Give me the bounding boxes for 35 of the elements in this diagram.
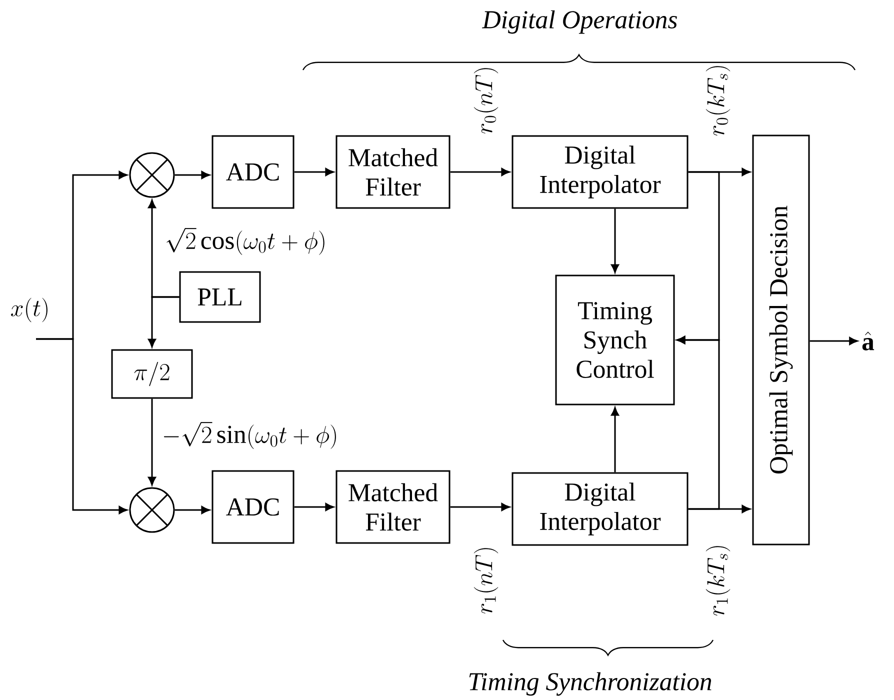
process-box: $\pi/2$ [111, 349, 193, 399]
output-symbol: $\hat{\mathbf{a}}$ [862, 332, 874, 350]
arrow [174, 171, 210, 179]
section-label: Timing Synchronization [469, 672, 712, 696]
process-box: Matched Filter [336, 470, 450, 544]
arrow [810, 337, 858, 345]
edge-label: $-\sqrt{2}\sin(\omega_0 t+\phi)$ [160, 420, 340, 450]
process-box: Digital Interpolator [512, 135, 688, 209]
arrow [148, 296, 180, 348]
edge-label: $r_0(nT)$ [472, 64, 500, 136]
arrow [294, 168, 334, 176]
mixer-circle [129, 487, 175, 533]
arrow [611, 208, 619, 273]
arrow [36, 338, 128, 514]
process-box: ADC [212, 470, 294, 544]
edge-label: $\sqrt{2}\cos(\omega_0 t+\phi)$ [164, 226, 328, 256]
mixer-circle [129, 152, 175, 198]
edge-label: $r_1(nT)$ [472, 544, 500, 616]
arrow [148, 398, 156, 486]
edge-label: $x(t)$ [9, 296, 51, 324]
arrow [676, 336, 720, 510]
process-box: Digital Interpolator [512, 472, 688, 546]
arrow [294, 503, 334, 511]
section-label: Digital Operations [482, 10, 677, 34]
process-box: ADC [212, 135, 294, 209]
edge-label: $r_0(kT_s)$ [704, 62, 732, 138]
process-box: Optimal Symbol Decision [752, 134, 810, 546]
arrow [611, 407, 619, 472]
arrow [174, 506, 210, 514]
process-box: Timing Synch Control [555, 274, 675, 406]
edge-label: $r_1(kT_s)$ [704, 542, 732, 618]
process-box: Matched Filter [336, 135, 450, 209]
process-box: PLL [179, 271, 261, 323]
arrow [450, 503, 510, 511]
arrow [450, 168, 510, 176]
